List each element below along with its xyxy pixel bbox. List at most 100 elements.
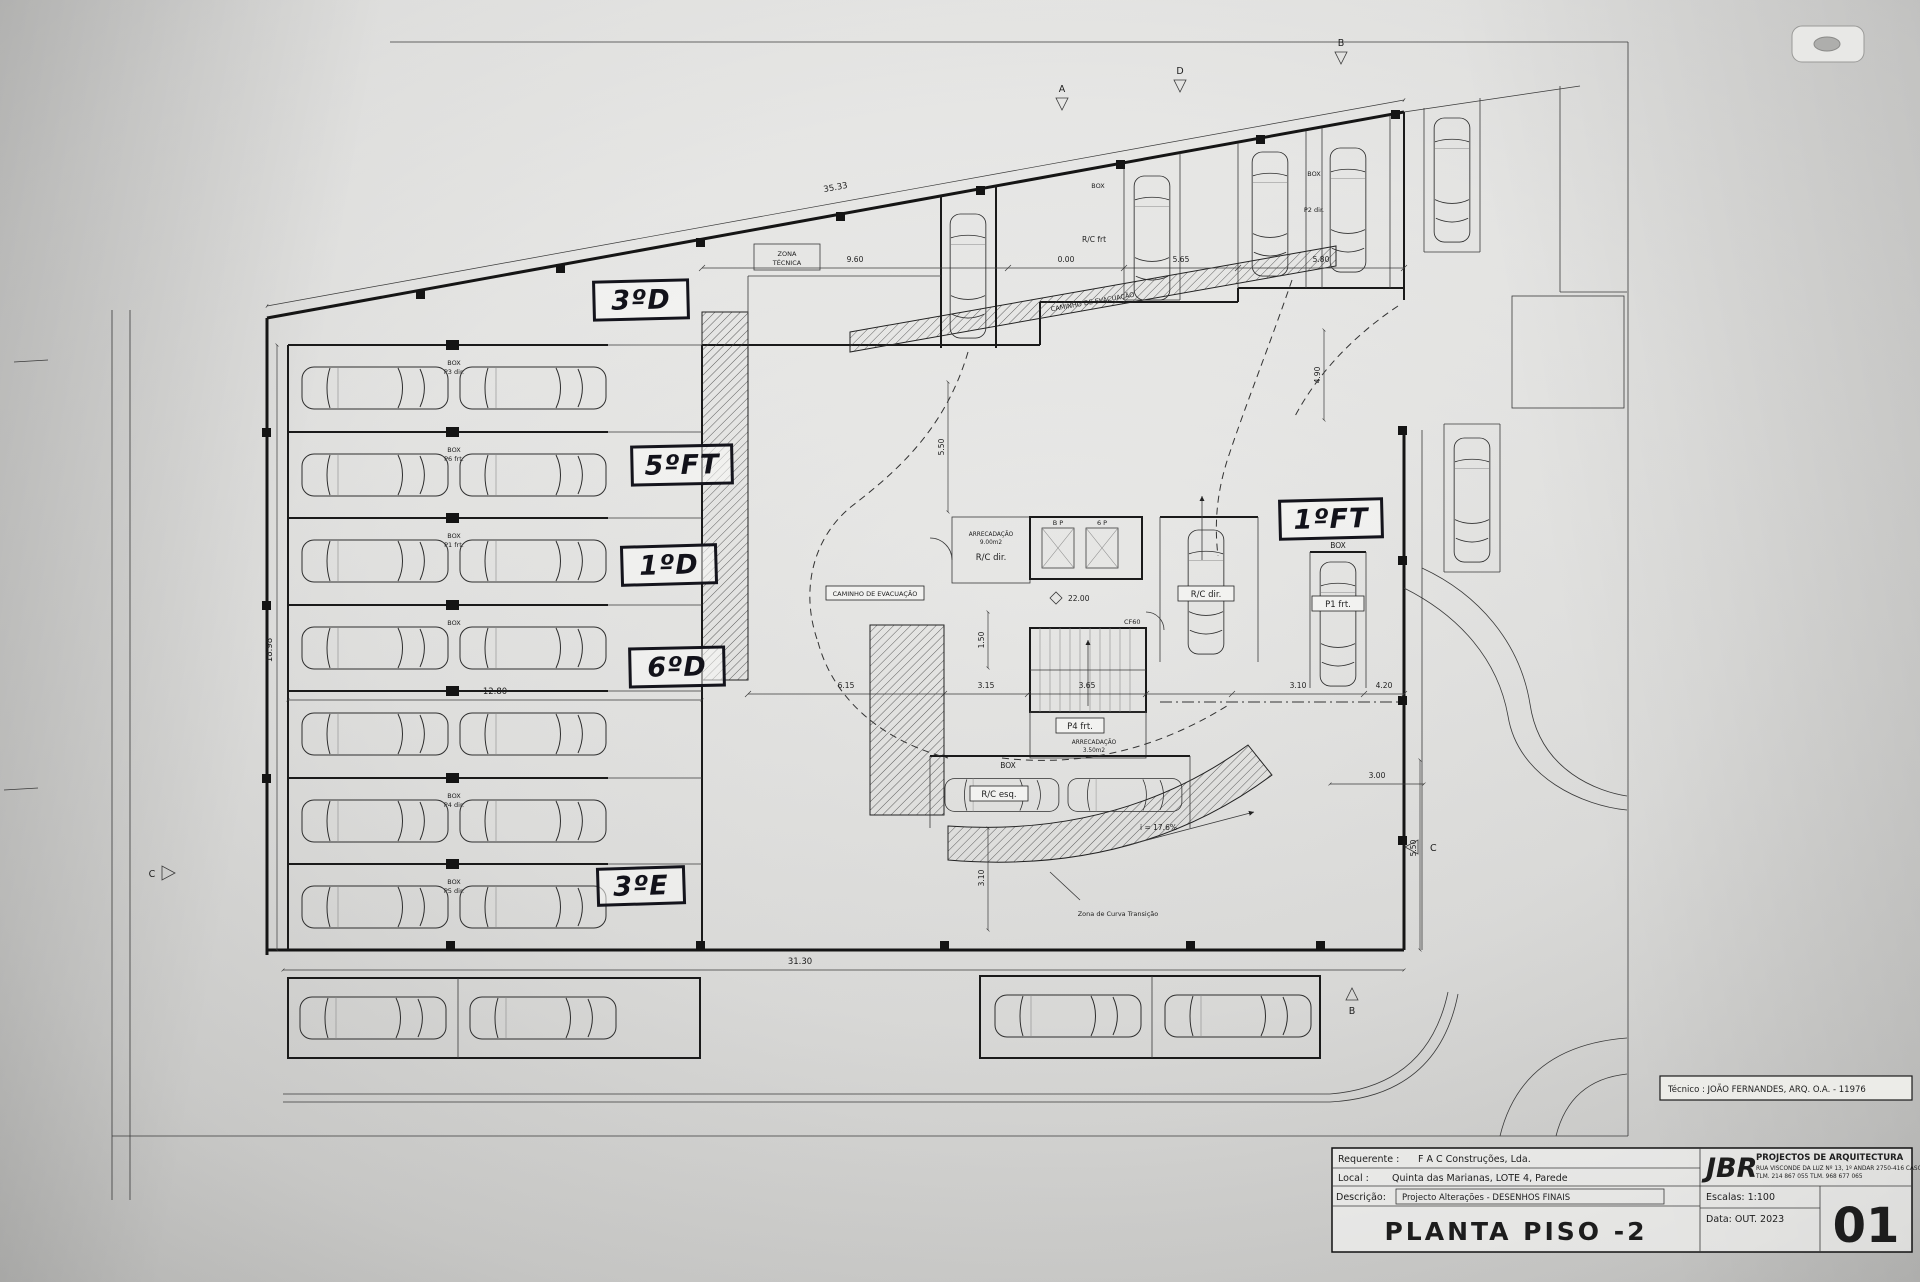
firm-name: JBR xyxy=(1701,1153,1757,1184)
local-label: Local : xyxy=(1338,1173,1369,1184)
arrecadacao-area: 9.00m2 xyxy=(980,540,1003,546)
car-symbol xyxy=(994,994,1142,1038)
handwritten-note-1d: 1ºD xyxy=(619,543,719,587)
dimension-label: 3.65 xyxy=(1079,681,1096,690)
dimension-label: 6.15 xyxy=(838,681,855,690)
drawing-title: PLANTA PISO -2 xyxy=(1384,1217,1647,1246)
dimension-label: 5.50 xyxy=(1409,839,1418,856)
stall-box-label: BOX xyxy=(447,532,461,540)
car-symbol xyxy=(301,799,449,843)
zona-tecnica-label: ZONA xyxy=(778,250,797,258)
date-field: Data: OUT. 2023 xyxy=(1706,1214,1784,1225)
car-symbol xyxy=(301,539,449,583)
dimension-label: 35.33 xyxy=(823,181,849,195)
car-symbol xyxy=(459,626,607,670)
car-symbol xyxy=(301,626,449,670)
rc-esq-label: R/C esq. xyxy=(981,790,1016,800)
sheet-border xyxy=(3,41,1629,1200)
center-right-stalls: R/C dir. BOX P1 frt. xyxy=(1159,496,1367,688)
stair-elevator-core: ARRECADAÇÃO 9.00m2 R/C dir. B P 6 P 22.0… xyxy=(929,516,1165,759)
handwritten-notes: 3ºD 5ºFT 1ºD 6ºD 3ºE 1ºFT xyxy=(592,278,1384,907)
stall-box-label: BOX xyxy=(1091,182,1105,190)
section-marker-b: B xyxy=(1338,38,1345,49)
firm-tagline: PROJECTOS DE ARQUITECTURA xyxy=(1756,1153,1904,1163)
dimension-label: 3.15 xyxy=(978,681,995,690)
svg-text:5ºFT: 5ºFT xyxy=(644,449,721,482)
structural-columns xyxy=(262,110,1407,950)
arrecadacao-area: 3.50m2 xyxy=(1083,748,1106,754)
stall-box-label: BOX xyxy=(447,619,461,627)
level-label: 22.00 xyxy=(1068,594,1090,603)
stall-plate-label: P5 dir. xyxy=(444,887,464,895)
dimension-label: 18.98 xyxy=(265,638,275,662)
car-symbol xyxy=(459,453,607,497)
right-exterior xyxy=(1403,86,1628,811)
dimension-label: 3.00 xyxy=(1369,771,1386,780)
car-symbol xyxy=(299,996,447,1040)
stall-box-label: BOX xyxy=(447,878,461,886)
section-marker-a: A xyxy=(1059,84,1066,95)
stall-divider-walls xyxy=(288,340,702,869)
bottom-center-stall: BOX R/C esq. xyxy=(929,755,1191,828)
svg-text:6ºD: 6ºD xyxy=(647,651,707,683)
handwritten-note-3e: 3ºE xyxy=(595,865,687,907)
hole-punch xyxy=(1791,25,1865,63)
scale-field: Escalas: 1:100 xyxy=(1706,1192,1775,1203)
fire-door-label: CF60 xyxy=(1124,618,1141,626)
car-symbol xyxy=(469,996,617,1040)
left-block-labels: BOX P3 dir. BOX P6 frt. BOX P1 frt. BOX … xyxy=(444,359,464,895)
dimension-label: 5.80 xyxy=(1313,255,1330,264)
title-block: Técnico : JOÃO FERNANDES, ARQ. O.A. - 11… xyxy=(1331,1075,1920,1254)
slope-label: i = 17.6% xyxy=(1140,823,1177,832)
elevator-label: B P xyxy=(1053,519,1064,527)
dimension-lines: 35.33 9.60 0.00 5.65 5.80 31.30 18.98 12… xyxy=(265,98,1426,972)
rc-frt-label: R/C frt xyxy=(1082,235,1106,244)
stall-plate-label: P6 frt. xyxy=(444,455,464,463)
handwritten-note-3d: 3ºD xyxy=(592,278,690,322)
stall-box-label: BOX xyxy=(1330,541,1346,550)
handwritten-note-1ft: 1ºFT xyxy=(1278,497,1384,541)
stall-box-label: BOX xyxy=(447,446,461,454)
handwritten-note-6d: 6ºD xyxy=(628,645,726,689)
section-marker-c: C xyxy=(1430,843,1437,854)
dimension-label: 9.60 xyxy=(847,255,864,264)
dimension-label: 4.20 xyxy=(1376,681,1393,690)
elevator-label: 6 P xyxy=(1097,519,1107,527)
firm-address: RUA VISCONDE DA LUZ Nº 13, 1º ANDAR 2750… xyxy=(1756,1165,1920,1172)
p1-frt-label: P1 frt. xyxy=(1325,600,1351,610)
dimension-label: 31.30 xyxy=(788,957,812,967)
stall-box-label: BOX xyxy=(1000,761,1016,770)
p2-dir-label: P2 dir. xyxy=(1304,206,1324,214)
section-marker-d: D xyxy=(1176,66,1183,77)
arrecadacao-label: ARRECADAÇÃO xyxy=(1072,739,1117,746)
car-symbol xyxy=(459,712,607,756)
section-marker-c: C xyxy=(149,869,156,880)
top-stalls: ZONA TÉCNICA BOX R/C frt BOX P2 dir. xyxy=(747,98,1481,348)
car-symbol xyxy=(301,453,449,497)
circulation-paths: i = 17.6% Zona de Curva Transição xyxy=(809,279,1399,918)
svg-text:1ºD: 1ºD xyxy=(639,549,699,582)
car-symbol xyxy=(459,539,607,583)
dimension-label: 5.65 xyxy=(1173,255,1190,264)
ramp-hatching xyxy=(701,245,1337,863)
dimension-label: 4.90 xyxy=(1313,366,1322,383)
descricao-label: Descrição: xyxy=(1336,1192,1386,1203)
dimension-label: 0.00 xyxy=(1058,255,1075,264)
firm-address: TLM. 214 867 055 TLM. 968 677 065 xyxy=(1755,1174,1863,1180)
garage-plan: BOX P3 dir. BOX P6 frt. BOX P1 frt. BOX … xyxy=(149,38,1628,1137)
arrecadacao-label: ARRECADAÇÃO xyxy=(969,531,1014,538)
zona-curva-label: Zona de Curva Transição xyxy=(1078,910,1159,918)
car-symbol xyxy=(1433,117,1471,243)
car-symbol xyxy=(301,712,449,756)
local-value: Quinta das Marianas, LOTE 4, Parede xyxy=(1392,1173,1568,1184)
car-symbol xyxy=(301,885,449,929)
bottom-parking-strips xyxy=(283,975,1628,1137)
stall-plate-label: P4 dir. xyxy=(444,801,464,809)
svg-text:3ºD: 3ºD xyxy=(611,284,671,316)
section-marker-b: B xyxy=(1349,1006,1356,1017)
car-symbol xyxy=(1319,561,1357,687)
rc-dir-label: R/C dir. xyxy=(976,553,1007,563)
zona-tecnica-label: TÉCNICA xyxy=(772,258,802,267)
